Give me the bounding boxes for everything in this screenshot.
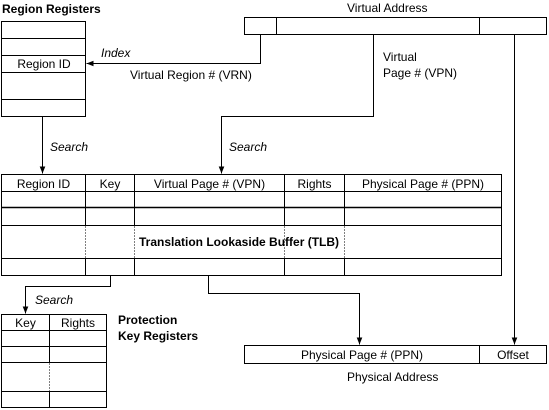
protection-key-registers-table [1,314,107,408]
virtual-address-box [244,17,547,35]
search-label-region: Search [50,140,89,154]
tlb-header-region-id: Region ID [16,177,71,191]
physical-address-box [244,345,547,364]
region-registers-box [1,21,86,117]
key-search-arrow [22,275,111,314]
tlb-header-ppn: Physical Page # (PPN) [361,177,485,191]
search-label-vpn: Search [229,140,268,154]
region-registers-title: Region Registers [2,2,101,16]
vpn-search-arrow [218,34,374,174]
tlb-title: Translation Lookaside Buffer (TLB) [139,235,340,249]
virtual-address-title: Virtual Address [347,1,428,15]
tlb-header-vpn: Virtual Page # (VPN) [153,177,266,191]
vpn-label-line1: Virtual [383,50,417,64]
physical-ppn-field: Physical Page # (PPN) [300,348,424,362]
ppn-arrow [208,275,363,345]
vrn-label: Virtual Region # (VRN) [130,68,252,82]
index-label: Index [101,46,131,60]
tlb-header-key: Key [99,177,121,191]
pkr-header-rights: Rights [60,316,95,330]
protection-title-line1: Protection [118,313,178,327]
vpn-label-line2: Page # (VPN) [383,66,458,80]
pkr-header-key: Key [15,316,36,330]
search-label-key: Search [35,293,74,307]
physical-address-caption: Physical Address [347,370,439,384]
region-id-entry: Region ID [17,57,71,71]
tlb-table [1,174,502,276]
protection-title-line2: Key Registers [118,329,199,343]
tlb-header-rights: Rights [297,177,332,191]
physical-offset-field: Offset [497,348,529,362]
index-arrow [86,34,261,67]
